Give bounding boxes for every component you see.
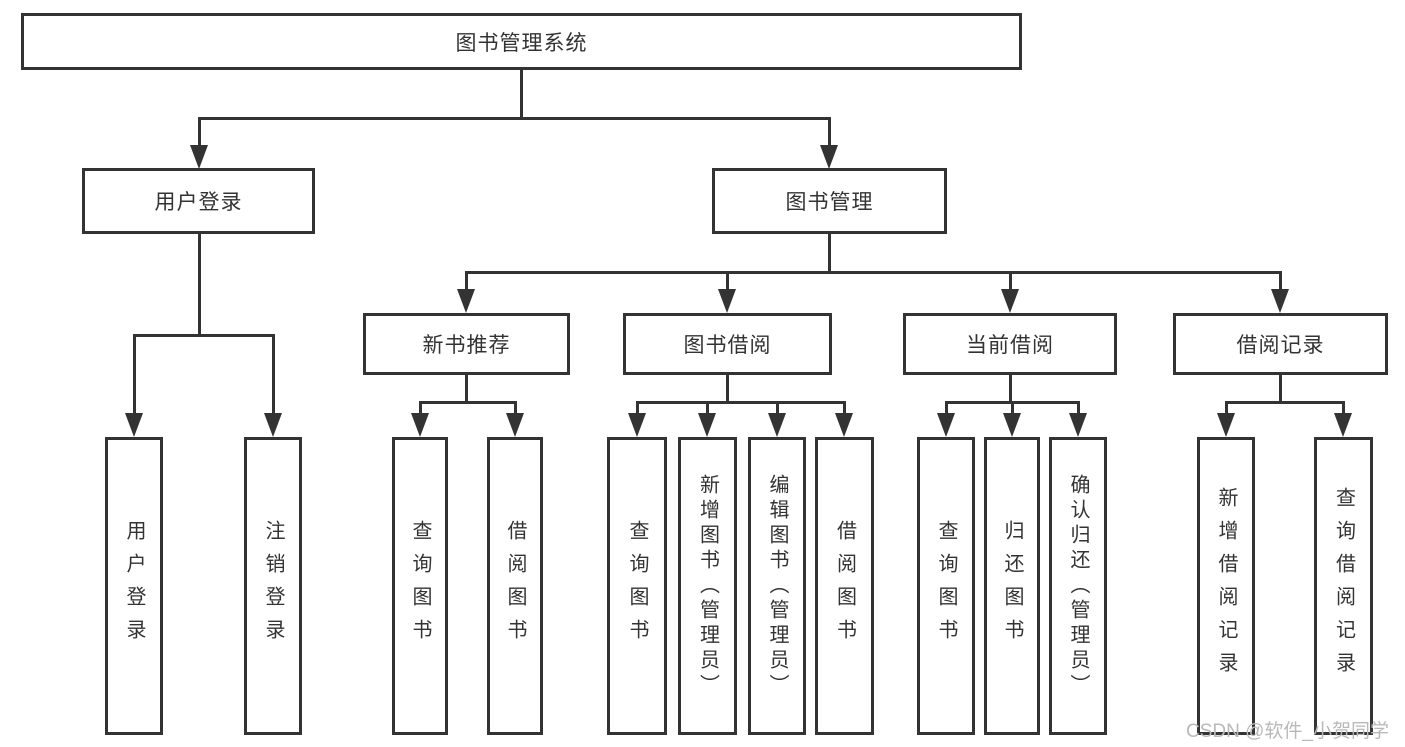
arrowhead-icon (768, 413, 786, 437)
node-user-login-group: 用户登录 (82, 168, 315, 234)
connector-line (776, 401, 779, 417)
leaf-borrow-borrow-book: 借阅图书 (815, 437, 874, 735)
connector-line (465, 375, 468, 403)
node-current-borrow: 当前借阅 (903, 313, 1117, 375)
connector-line (133, 334, 275, 337)
connector-line (1225, 401, 1345, 404)
arrowhead-icon (457, 289, 475, 313)
leaf-logout: 注销登录 (244, 437, 302, 735)
arrowhead-icon (1001, 289, 1019, 313)
connector-line (419, 401, 517, 404)
leaf-user-login: 用户登录 (105, 437, 163, 735)
connector-line (1342, 401, 1345, 417)
connector-line (1225, 401, 1228, 417)
arrowhead-icon (820, 145, 838, 169)
connector-line (198, 234, 201, 337)
connector-line (706, 401, 709, 417)
leaf-recommend-query-book: 查询图书 (392, 437, 448, 735)
leaf-borrow-query-book: 查询图书 (607, 437, 667, 735)
connector-line (1077, 401, 1080, 417)
connector-line (726, 271, 729, 293)
connector-line (1009, 375, 1012, 403)
arrowhead-icon (506, 413, 524, 437)
leaf-current-query-book: 查询图书 (917, 437, 975, 735)
connector-line (419, 401, 422, 417)
connector-line (133, 334, 136, 419)
connector-line (636, 401, 845, 404)
connector-line (945, 401, 948, 417)
leaf-records-query-record: 查询借阅记录 (1314, 437, 1373, 735)
node-book-borrow: 图书借阅 (623, 313, 832, 375)
arrowhead-icon (125, 413, 143, 437)
connector-line (1279, 375, 1282, 403)
arrowhead-icon (411, 413, 429, 437)
leaf-current-return-book: 归还图书 (984, 437, 1040, 735)
leaf-borrow-add-book-admin: 新增图书（管理员） (678, 437, 737, 735)
connector-line (514, 401, 517, 417)
arrowhead-icon (698, 413, 716, 437)
connector-line (272, 334, 275, 419)
connector-line (726, 375, 729, 403)
node-book-management: 图书管理 (712, 168, 947, 234)
arrowhead-icon (1334, 413, 1352, 437)
connector-line (1279, 271, 1282, 293)
connector-line (465, 271, 1282, 274)
connector-line (465, 271, 468, 293)
leaf-recommend-borrow-book: 借阅图书 (487, 437, 543, 735)
connector-line (828, 117, 831, 150)
connector-line (1011, 401, 1014, 417)
arrowhead-icon (835, 413, 853, 437)
connector-line (636, 401, 639, 417)
arrowhead-icon (1003, 413, 1021, 437)
connector-line (828, 234, 831, 274)
arrowhead-icon (1069, 413, 1087, 437)
arrowhead-icon (1217, 413, 1235, 437)
leaf-current-confirm-return-admin: 确认归还（管理员） (1049, 437, 1107, 735)
arrowhead-icon (190, 145, 208, 169)
node-borrow-records: 借阅记录 (1173, 313, 1388, 375)
connector-line (843, 401, 846, 417)
arrowhead-icon (628, 413, 646, 437)
arrowhead-icon (1271, 289, 1289, 313)
node-root: 图书管理系统 (21, 13, 1022, 70)
connector-line (520, 69, 523, 119)
connector-line (198, 117, 831, 120)
connector-line (1009, 271, 1012, 293)
leaf-records-add-record: 新增借阅记录 (1197, 437, 1255, 735)
leaf-borrow-edit-book-admin: 编辑图书（管理员） (748, 437, 806, 735)
arrowhead-icon (937, 413, 955, 437)
csdn-watermark: CSDN @软件_小贺同学 (1186, 721, 1389, 742)
arrowhead-icon (718, 289, 736, 313)
arrowhead-icon (264, 413, 282, 437)
node-new-book-recommend: 新书推荐 (363, 313, 570, 375)
connector-line (198, 117, 201, 150)
